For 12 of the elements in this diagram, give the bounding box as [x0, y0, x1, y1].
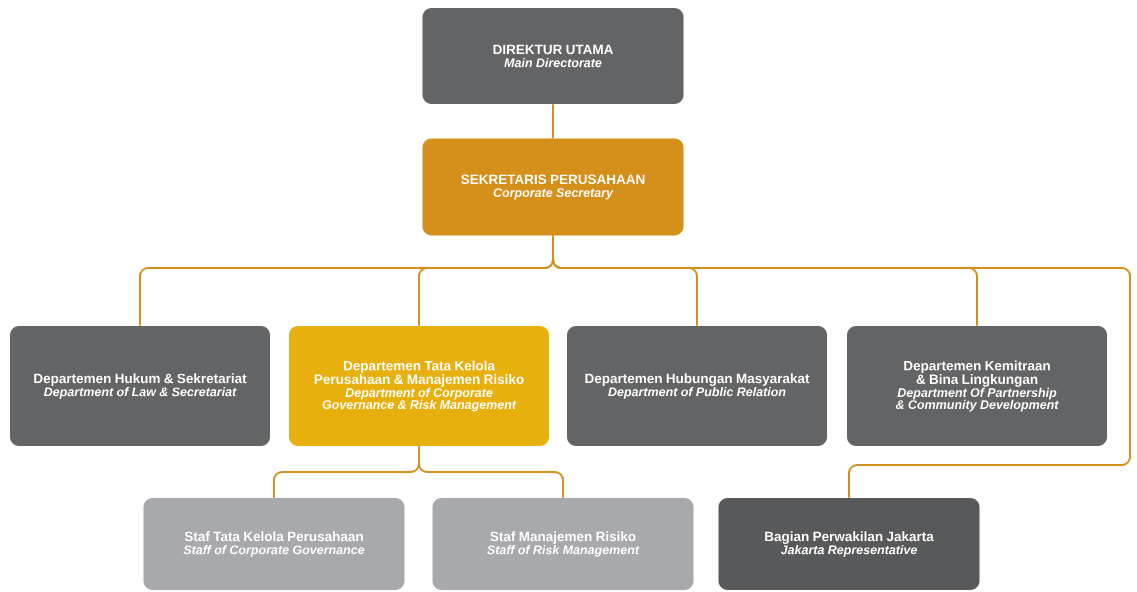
- org-box: Departemen Tata Kelola Perusahaan & Manajemen Risiko Department of Corporate Governance & Risk Management: [289, 326, 549, 446]
- org-box: SEKRETARIS PERUSAHAAN Corporate Secretary: [422, 138, 684, 236]
- connector-line: [552, 103, 554, 140]
- connector-line: [552, 234, 1131, 499]
- org-box: Departemen Hubungan Masyarakat Department of Public Relation: [567, 326, 827, 446]
- org-box: Departemen Kemitraan & Bina Lingkungan Department Of Partnership & Community Development: [847, 326, 1107, 446]
- connector-line: [418, 445, 564, 499]
- org-box: DIREKTUR UTAMA Main Directorate: [422, 8, 684, 104]
- org-box: Staf Tata Kelola Perusahaan Staff of Corporate Governance: [143, 498, 405, 590]
- org-box: Bagian Perwakilan Jakarta Jakarta Representative: [718, 498, 980, 590]
- org-box: Staf Manajemen Risiko Staff of Risk Management: [432, 498, 694, 590]
- org-box: Departemen Hukum & Sekretariat Department of Law & Secretariat: [10, 326, 270, 446]
